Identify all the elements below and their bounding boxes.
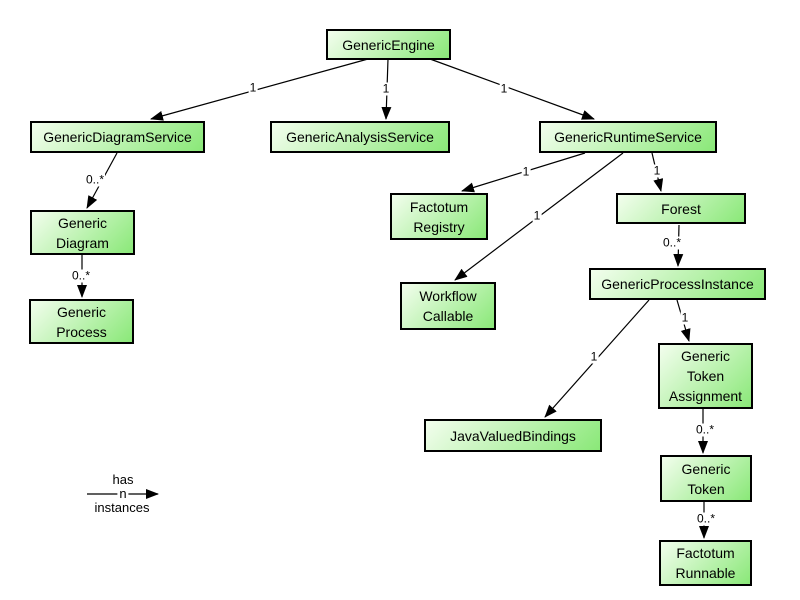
node-factotum-registry: Factotum Registry xyxy=(390,193,488,240)
node-factotum-runnable: Factotum Runnable xyxy=(659,540,752,586)
legend-text-instances: instances xyxy=(94,500,150,515)
node-generic-diagram-service: GenericDiagramService xyxy=(30,121,205,153)
multiplicity-label: 1 xyxy=(248,80,258,95)
edge-engine-to-runtime-service xyxy=(429,58,595,120)
node-generic-diagram: Generic Diagram xyxy=(30,210,135,255)
multiplicity-label: 0..* xyxy=(84,172,106,187)
node-generic-token: Generic Token xyxy=(660,455,752,502)
node-generic-token-assignment: Generic Token Assignment xyxy=(658,343,753,409)
multiplicity-label: 0..* xyxy=(695,511,717,526)
node-workflow-callable: Workflow Callable xyxy=(400,282,496,330)
legend-text-n: n xyxy=(117,486,129,501)
node-generic-process: Generic Process xyxy=(29,299,134,344)
multiplicity-label: 0..* xyxy=(70,268,92,283)
node-generic-process-instance: GenericProcessInstance xyxy=(589,268,766,300)
node-generic-runtime-service: GenericRuntimeService xyxy=(539,121,717,153)
legend-text-has: has xyxy=(112,472,134,487)
multiplicity-label: 1 xyxy=(499,81,509,96)
multiplicity-label: 1 xyxy=(652,163,662,178)
node-generic-engine: GenericEngine xyxy=(326,29,451,60)
multiplicity-label: 0..* xyxy=(694,422,716,437)
node-java-valued-bindings: JavaValuedBindings xyxy=(424,419,602,452)
node-generic-analysis-service: GenericAnalysisService xyxy=(270,121,450,153)
multiplicity-label: 1 xyxy=(532,208,542,223)
multiplicity-label: 1 xyxy=(589,349,599,364)
node-forest: Forest xyxy=(616,193,746,224)
edge-engine-to-diagram-service xyxy=(150,58,369,121)
multiplicity-label: 1 xyxy=(680,310,690,325)
multiplicity-label: 0..* xyxy=(661,235,683,250)
multiplicity-label: 1 xyxy=(381,81,391,96)
multiplicity-label: 1 xyxy=(521,164,531,179)
